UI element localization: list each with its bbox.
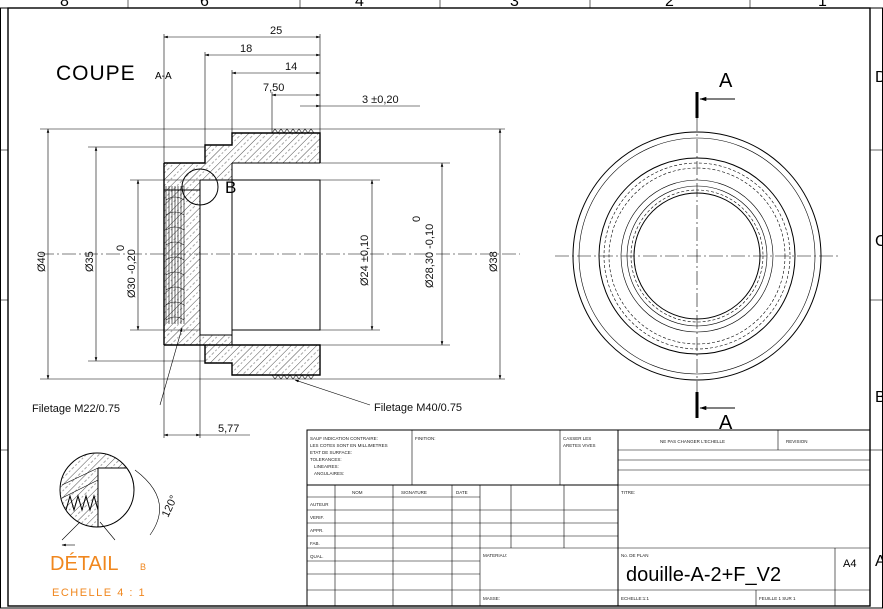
detail-scale: ECHELLE 4 : 1 (52, 587, 146, 599)
masse-label: MASSE: (483, 596, 500, 601)
section-part (40, 128, 520, 380)
dim-18: 18 (240, 43, 252, 55)
note-line-3: ETAT DE SURFACE: (310, 450, 352, 455)
extension-lines (40, 34, 505, 438)
zone-label-2: 2 (665, 0, 674, 10)
cut-label-top: A (719, 70, 733, 92)
no-scale-label: NE PAS CHANGER L'ECHELLE (660, 439, 725, 444)
horizontal-dimensions (163, 35, 420, 437)
note-line-1: SAUF INDICATION CONTRAIRE: (310, 436, 378, 441)
detail-angle: 120° (160, 494, 180, 520)
col-header-signature: SIGNATURE (401, 490, 427, 495)
zone-label-3: 3 (510, 0, 519, 10)
thread-zone-hatch (164, 185, 200, 330)
dim-dia30: Ø30 -0,20 (126, 249, 138, 298)
note-line-4: TOLERANCES: (310, 457, 342, 462)
dim-25: 25 (270, 25, 282, 37)
drawing-number: douille-A-2+F_V2 (626, 564, 781, 586)
casser-line-1: CASSER LES (563, 436, 591, 441)
finition-label: FINITION: (415, 436, 436, 441)
row-label-auteur: AUTEUR (310, 502, 329, 507)
dim-dia38: Ø38 (488, 251, 500, 272)
titre-label: TITRE: (621, 490, 635, 495)
dim-dia30-upper: 0 (115, 245, 127, 251)
section-title-suffix: A-A (155, 71, 172, 82)
end-view (555, 92, 840, 418)
callout-thread-outer: Filetage M40/0.75 (374, 402, 462, 414)
title-block (306, 429, 871, 607)
echelle-label: ECHELLE:1:1 (621, 596, 650, 601)
dim-14: 14 (285, 61, 297, 73)
materiau-label: MATERIAU: (483, 553, 507, 558)
thread-callout-leaders (159, 327, 371, 406)
lower-wall-hatch (164, 325, 320, 375)
zone-label-a: A (875, 553, 883, 570)
upper-wall-hatch (164, 133, 320, 190)
note-line-2: LES COTES SONT EN MILLIMETRES (310, 443, 388, 448)
detail-title: DÉTAIL (50, 552, 119, 575)
dim-dia40: Ø40 (36, 251, 48, 272)
drawing-border (7, 7, 871, 607)
inner-thread-lines (165, 186, 185, 324)
zone-label-4: 4 (355, 0, 364, 10)
zone-label-8: 8 (60, 0, 69, 10)
note-line-6: ANGULAIRES: (314, 471, 344, 476)
section-title: COUPE (56, 62, 136, 85)
dim-dia35: Ø35 (84, 251, 96, 272)
zone-label-1: 1 (818, 0, 827, 10)
row-label-verif: VERIF. (310, 515, 324, 520)
casser-line-2: ARETES VIVES (563, 443, 596, 448)
sheet-size: A4 (843, 558, 856, 570)
detail-marker: B (225, 178, 236, 197)
row-label-appr: APPR. (310, 528, 324, 533)
detail-title-suffix: B (140, 562, 146, 572)
dim-7-50: 7,50 (263, 82, 284, 94)
revision-label: REVISION (786, 439, 808, 444)
feuille-label: FEUILLE 1 SUR 1 (759, 596, 796, 601)
col-header-nom: NOM (352, 490, 363, 495)
dim-dia28-upper: 0 (411, 216, 423, 222)
detail-b-circle (181, 168, 219, 206)
row-label-qual: QUAL. (310, 554, 324, 559)
callout-thread-inner: Filetage M22/0.75 (32, 403, 120, 415)
dim-dia24: Ø24 ±0,10 (359, 235, 371, 286)
vertical-dimensions (46, 128, 502, 380)
right-zone-labels: D C B A (875, 69, 883, 570)
dim-3: 3 ±0,20 (362, 94, 399, 106)
dim-5-77: 5,77 (218, 423, 239, 435)
row-label-fab: FAB. (310, 541, 320, 546)
col-header-date: DATE (456, 490, 468, 495)
top-zone-labels: 8 6 4 3 2 1 (60, 0, 827, 10)
title-block-notes: SAUF INDICATION CONTRAIRE: LES COTES SON… (310, 436, 388, 476)
zone-label-b: B (875, 389, 883, 406)
dim-dia28: Ø28,30 -0,10 (424, 224, 436, 288)
no-plan-label: No. DE PLAN (621, 553, 649, 558)
cut-label-bottom: A (719, 412, 733, 434)
note-line-5: LINEAIRES: (314, 464, 339, 469)
detail-view (59, 452, 160, 547)
zone-label-d: D (875, 69, 883, 86)
zone-label-c: C (875, 233, 883, 250)
zone-label-6: 6 (200, 0, 209, 10)
